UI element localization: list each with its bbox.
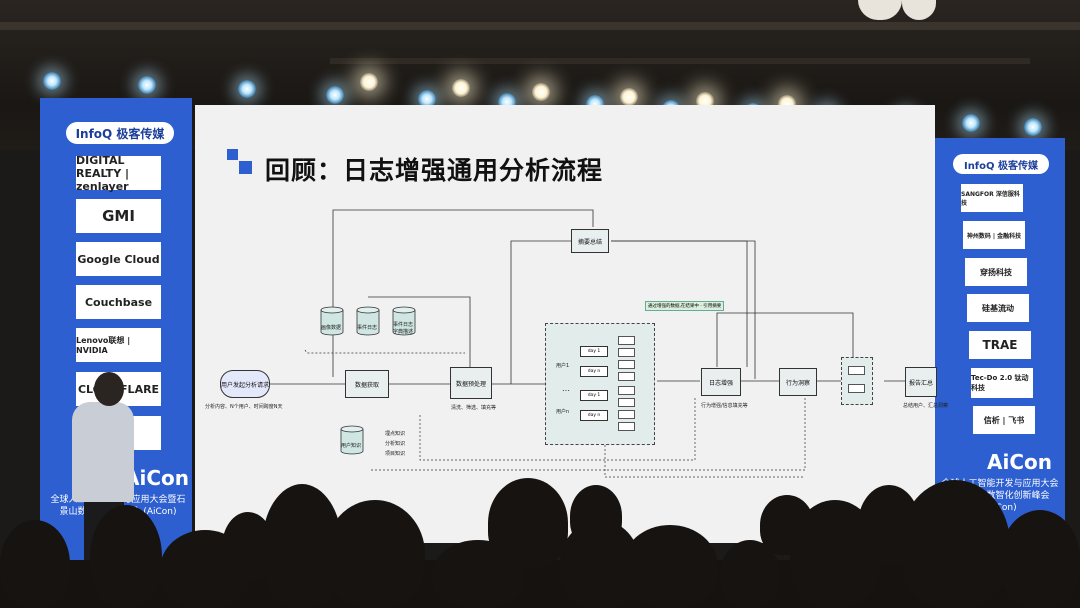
event-box: [618, 360, 635, 369]
report-node: 报告汇总: [905, 367, 937, 397]
audience-head: [325, 500, 425, 608]
audience-head: [622, 525, 718, 608]
database-icon: [320, 306, 344, 336]
annotation-note: 通过增强的数据,在结果中 · 引用摘要: [645, 301, 725, 311]
stage-light: [532, 83, 550, 101]
speaker-head: [94, 372, 124, 406]
ceiling-truss-lower: [330, 58, 1030, 64]
stage-light: [360, 73, 378, 91]
stage-light: [418, 90, 436, 108]
enhance-caption: 行为增强/信息填充等: [701, 403, 748, 409]
day-box: day n: [580, 410, 608, 421]
report-caption: 总结用户、汇总洞察: [903, 403, 949, 409]
event-box: [618, 386, 635, 395]
presentation-slide: 回顾：日志增强通用分析流程 用户发起分析请求 分析内容、N个用户、时间跨度N天: [195, 105, 948, 543]
event-box: [618, 410, 635, 419]
day-box: day n: [580, 366, 608, 377]
stage-light: [962, 114, 980, 132]
behavior-insight-node: 行为洞察: [779, 368, 817, 396]
flow-connectors: [270, 209, 905, 478]
database-icon: [340, 425, 364, 455]
knowledge-item: 分析知识: [385, 441, 406, 447]
sponsor-logo: 硅基流动: [967, 294, 1029, 322]
stage-light: [138, 76, 156, 94]
audience-head: [90, 505, 162, 608]
stage-light: [238, 80, 256, 98]
sponsor-logo: Lenovo联想 | NVIDIA: [76, 328, 161, 362]
ellipsis: …: [562, 384, 570, 393]
speaker-body: [72, 402, 134, 502]
stage-light: [1024, 118, 1042, 136]
slide-title: 回顾：日志增强通用分析流程: [265, 156, 604, 185]
event-box: [618, 422, 635, 431]
aicon-logo: AiCon: [987, 450, 1052, 474]
ceiling-spotlight: [902, 0, 936, 20]
title-bullet-icon: [227, 149, 252, 174]
user-request-node: 用户发起分析请求: [220, 370, 270, 398]
sponsor-logo: GMI: [76, 199, 161, 233]
dataset-label: 事件日志: [357, 325, 378, 331]
stage-light: [452, 79, 470, 97]
sponsor-logo: Google Cloud: [76, 242, 161, 276]
database-icon: [356, 306, 380, 336]
dataset-label: 事件日志 字典描述: [393, 322, 414, 335]
insight-aggregation: [841, 357, 873, 405]
knowledge-item: 埋点知识: [385, 431, 406, 437]
log-enhance-node: 日志增强: [701, 368, 741, 396]
database-icon: [392, 306, 416, 336]
user-label: 用户n: [556, 409, 570, 415]
audience-head: [488, 478, 568, 568]
stage-light: [43, 72, 61, 90]
summary-node: 摘要总结: [571, 229, 609, 253]
right-sponsor-banner: InfoQ 极客传媒 SANGFOR 深信服科技 神州数码 | 金融科技 穿扬科…: [935, 138, 1065, 548]
request-caption: 分析内容、N个用户、时间跨度N天: [205, 404, 283, 410]
event-box: [618, 348, 635, 357]
infoq-brand-logo: InfoQ 极客传媒: [953, 154, 1049, 174]
infoq-brand-logo: InfoQ 极客传媒: [66, 122, 174, 144]
insight-box: [848, 384, 865, 393]
user-day-aggregation: 用户1 用户n … day 1 day n day 1 day n: [545, 323, 655, 445]
preprocess-node: 数据预处理: [450, 367, 492, 399]
sponsor-logo: 穿扬科技: [965, 258, 1027, 286]
sponsor-logo: DIGITAL REALTY | zenlayer: [76, 154, 161, 193]
insight-box: [848, 366, 865, 375]
preprocess-caption: 清洗、筛选、填充等: [451, 405, 497, 411]
event-box: [618, 398, 635, 407]
sponsor-logo: Couchbase: [76, 285, 161, 319]
ceiling-spotlight: [858, 0, 902, 20]
event-box: [618, 336, 635, 345]
day-box: day 1: [580, 390, 608, 401]
stage-light: [620, 88, 638, 106]
stage-light: [326, 86, 344, 104]
user-label: 用户1: [556, 363, 570, 369]
knowledge-db-label: 用户知识: [341, 443, 362, 449]
sponsor-logo: TRAE: [969, 331, 1031, 359]
audience-head: [900, 480, 1010, 608]
knowledge-item: 项目知识: [385, 451, 406, 457]
dataset-label: 画像数据: [321, 325, 342, 331]
event-box: [618, 372, 635, 381]
sponsor-logo: 信析 | 飞书: [973, 406, 1035, 434]
sponsor-logo: SANGFOR 深信服科技: [961, 184, 1023, 212]
data-fetch-node: 数据获取: [345, 370, 389, 398]
audience-head: [1000, 510, 1080, 608]
sponsor-logo: Tec-Do 2.0 钛动科技: [971, 368, 1033, 398]
ceiling-truss: [0, 22, 1080, 30]
aicon-logo: AiCon: [124, 466, 189, 490]
day-box: day 1: [580, 346, 608, 357]
sponsor-logo: 神州数码 | 金融科技: [963, 221, 1025, 249]
audience-head: [0, 520, 70, 608]
